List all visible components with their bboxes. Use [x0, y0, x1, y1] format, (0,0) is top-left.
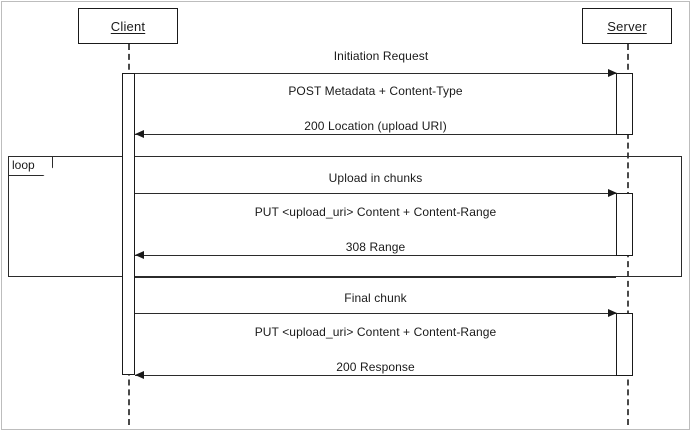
participant-server-label: Server [607, 18, 647, 34]
message-label-put-chunk-loop: PUT <upload_uri> Content + Content-Range [254, 205, 497, 219]
message-line-200-location [135, 134, 616, 135]
activation-client [122, 73, 135, 375]
message-label-initiation-request: Initiation Request [333, 49, 429, 63]
message-line-initiation-request [135, 73, 616, 74]
activation-server-final-chunk [616, 313, 633, 376]
message-label-upload-in-chunks: Upload in chunks [328, 171, 423, 185]
message-line-308-range [135, 255, 616, 256]
message-label-put-chunk-final: PUT <upload_uri> Content + Content-Range [254, 325, 497, 339]
message-line-final-chunk [135, 313, 616, 314]
participant-client-label: Client [110, 18, 146, 34]
message-line-308-range-bottom [135, 277, 616, 278]
message-line-200-response [135, 375, 616, 376]
activation-server-initiation [616, 73, 633, 135]
activation-server-chunk-loop [616, 193, 633, 256]
message-arrowhead-200-location [135, 130, 144, 138]
fragment-loop-label: loop [9, 157, 53, 176]
message-arrowhead-final-chunk [608, 309, 617, 317]
message-label-308-range: 308 Range [345, 240, 406, 254]
message-label-final-chunk: Final chunk [344, 291, 407, 305]
message-arrowhead-308-range [135, 251, 144, 259]
message-arrowhead-200-response [135, 371, 144, 379]
message-line-200-location-bottom [135, 156, 616, 157]
message-line-upload-in-chunks [135, 193, 616, 194]
message-label-200-response: 200 Response [336, 360, 415, 374]
message-arrowhead-upload-in-chunks [608, 189, 617, 197]
message-label-200-location: 200 Location (upload URI) [304, 119, 447, 133]
participant-client[interactable]: Client [78, 8, 178, 44]
message-label-post-metadata: POST Metadata + Content-Type [288, 84, 463, 98]
message-arrowhead-initiation-request [608, 69, 617, 77]
participant-server[interactable]: Server [582, 8, 672, 44]
